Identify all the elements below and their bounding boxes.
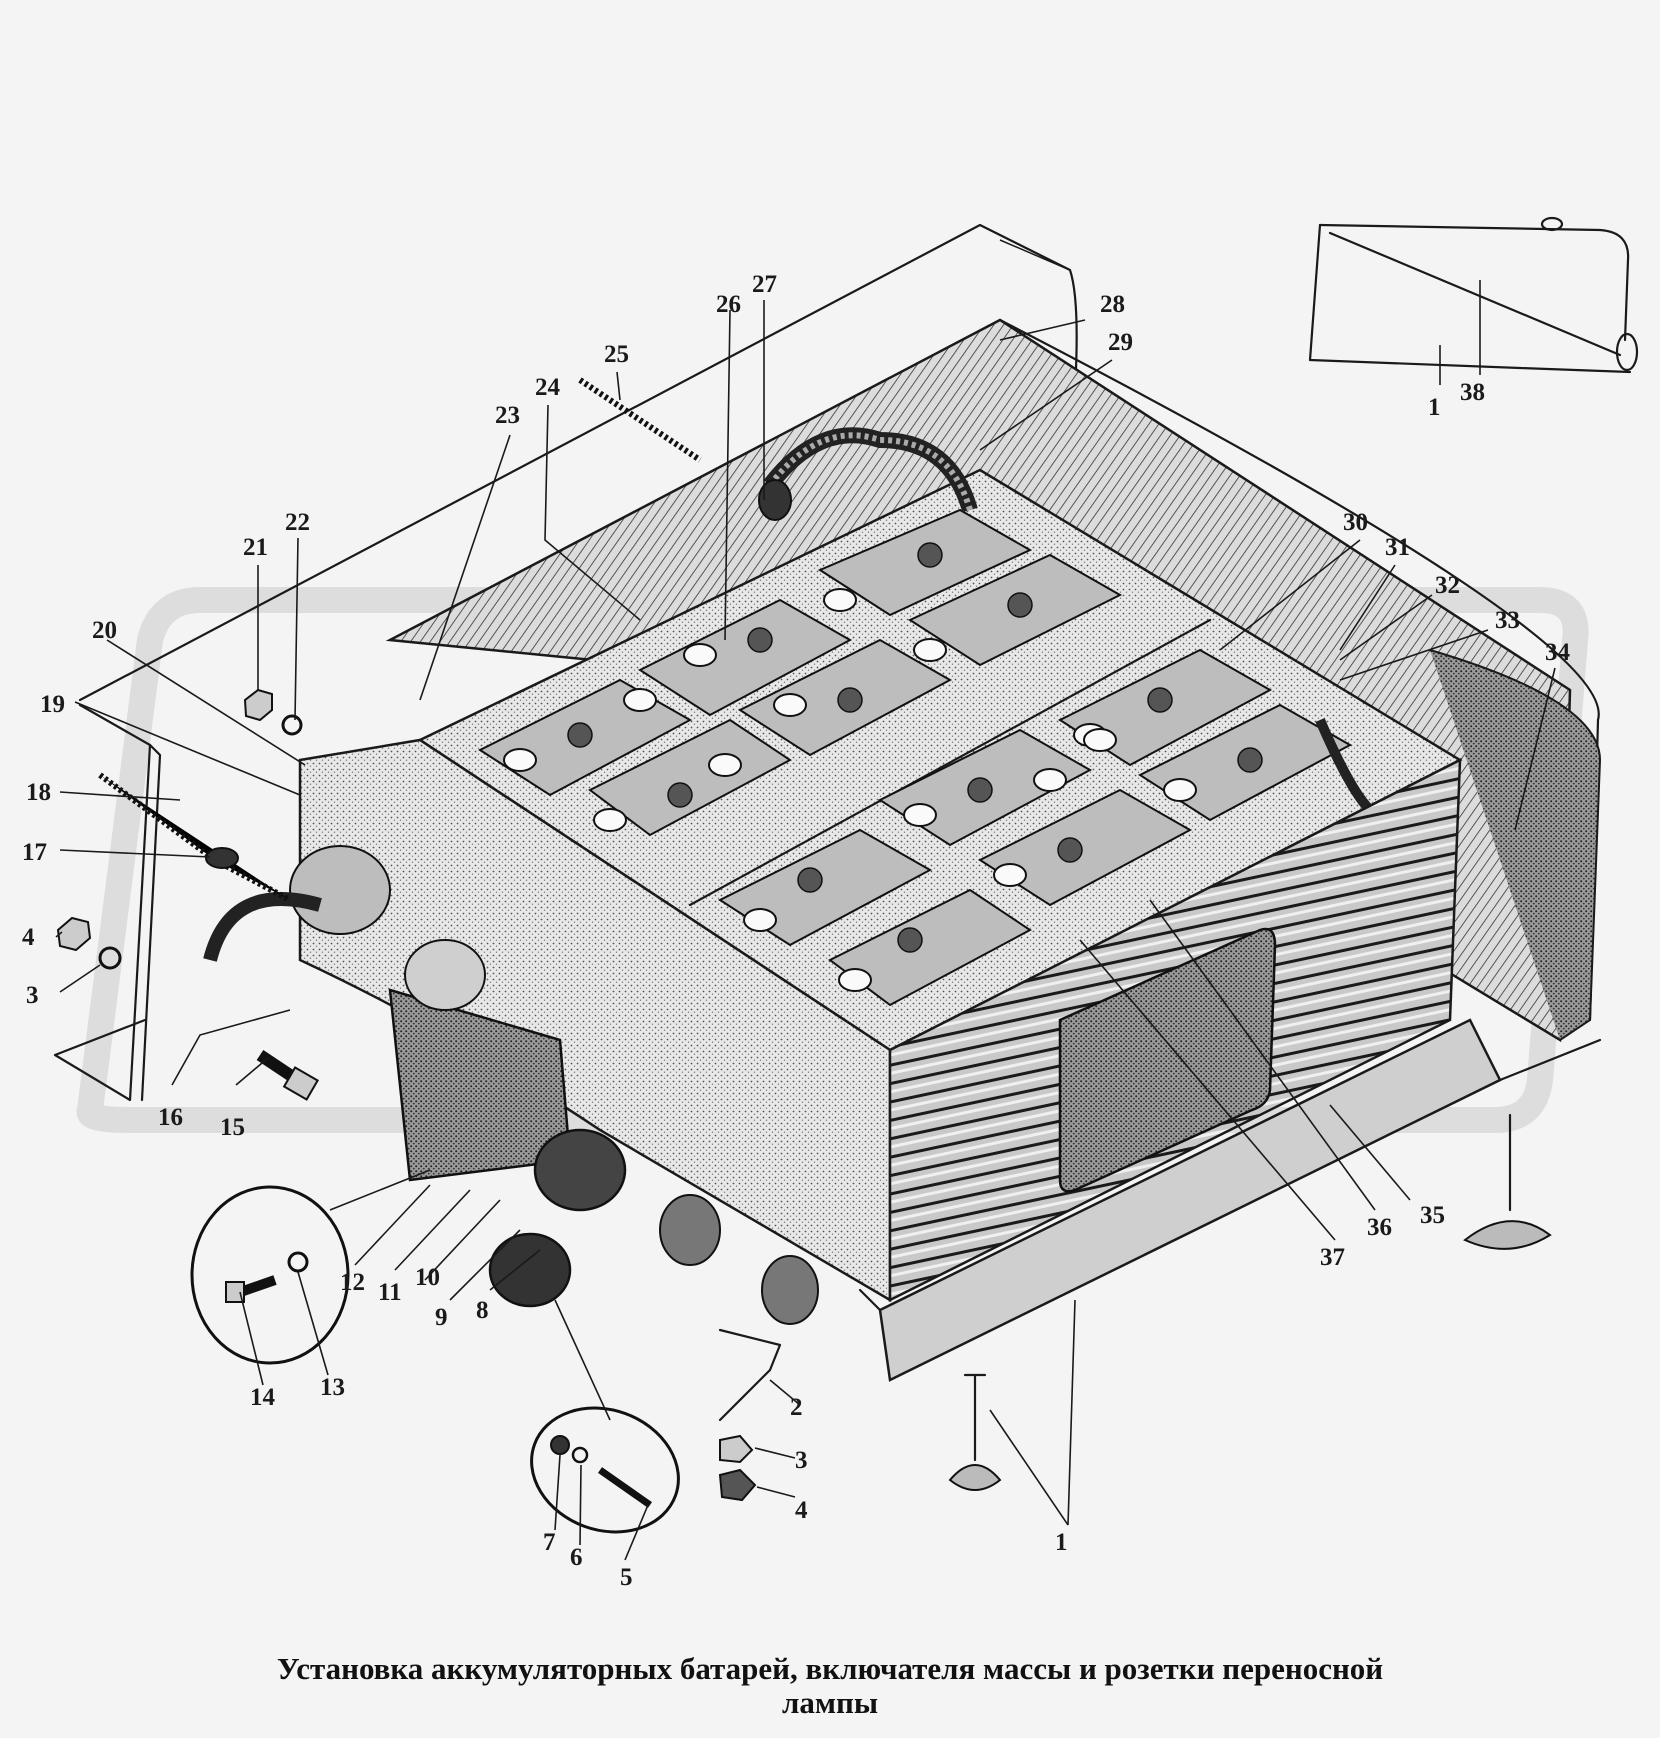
callout-31: 31 xyxy=(1385,534,1410,561)
callout-23: 23 xyxy=(495,402,520,429)
detail-oval-screw xyxy=(530,1299,680,1534)
callout-20: 20 xyxy=(92,617,117,644)
callout-19: 19 xyxy=(40,691,65,718)
callout-29: 29 xyxy=(1108,329,1133,356)
callout-24: 24 xyxy=(535,374,561,401)
base-frame xyxy=(858,1018,1602,1491)
callouts: 1 38 1 2 3 4 4 3 5 6 7 8 9 10 11 12 13 1… xyxy=(22,271,1571,1591)
callout-13: 13 xyxy=(320,1374,345,1401)
battery-cables xyxy=(758,427,1374,814)
callout-27: 27 xyxy=(752,271,777,298)
callout-17: 17 xyxy=(22,839,47,866)
figure-caption: Установка аккумуляторных батарей, включа… xyxy=(100,1652,1560,1720)
callout-25: 25 xyxy=(604,341,629,368)
callout-12: 12 xyxy=(340,1269,365,1296)
tray-lid xyxy=(78,223,1078,702)
callout-4-bottom: 4 xyxy=(795,1497,808,1524)
callout-9: 9 xyxy=(435,1304,448,1331)
callout-15: 15 xyxy=(220,1114,245,1141)
callout-2: 2 xyxy=(790,1394,803,1421)
callout-32: 32 xyxy=(1435,572,1460,599)
callout-1-inset: 1 xyxy=(1428,394,1441,421)
battery-box-front-wall xyxy=(298,738,1462,1303)
callout-34: 34 xyxy=(1545,639,1571,666)
callout-3-left: 3 xyxy=(26,982,39,1009)
battery-cells xyxy=(477,508,1353,1007)
callout-6: 6 xyxy=(570,1544,583,1571)
callout-21: 21 xyxy=(243,534,268,561)
callout-28: 28 xyxy=(1100,291,1125,318)
callout-26: 26 xyxy=(716,291,741,318)
bracket-left xyxy=(53,703,162,1102)
callout-8: 8 xyxy=(476,1297,489,1324)
callout-18: 18 xyxy=(26,779,51,806)
caption-line-2: лампы xyxy=(781,1685,879,1720)
callout-35: 35 xyxy=(1420,1202,1445,1229)
callout-16: 16 xyxy=(158,1104,183,1131)
watermark xyxy=(76,587,1589,1133)
callout-7: 7 xyxy=(543,1529,556,1556)
mass-switch-assembly xyxy=(203,845,819,1422)
leader-lines xyxy=(55,280,1556,1561)
detail-circle-bolt xyxy=(190,1169,431,1365)
caption-line-1: Установка аккумуляторных батарей, включа… xyxy=(276,1651,1384,1686)
callout-37: 37 xyxy=(1320,1244,1345,1271)
callout-22: 22 xyxy=(285,509,310,536)
fasteners xyxy=(56,377,757,1502)
callout-11: 11 xyxy=(378,1279,402,1306)
callout-4-left: 4 xyxy=(22,924,35,951)
callout-36: 36 xyxy=(1367,1214,1392,1241)
callout-10: 10 xyxy=(415,1264,440,1291)
callout-33: 33 xyxy=(1495,607,1520,634)
callout-14: 14 xyxy=(250,1384,276,1411)
callout-30: 30 xyxy=(1343,509,1368,536)
cover-inset xyxy=(1308,216,1639,374)
callout-1-bottom: 1 xyxy=(1055,1529,1068,1556)
callout-38: 38 xyxy=(1460,379,1485,406)
callout-5: 5 xyxy=(620,1564,633,1591)
callout-3-bottom: 3 xyxy=(795,1447,808,1474)
